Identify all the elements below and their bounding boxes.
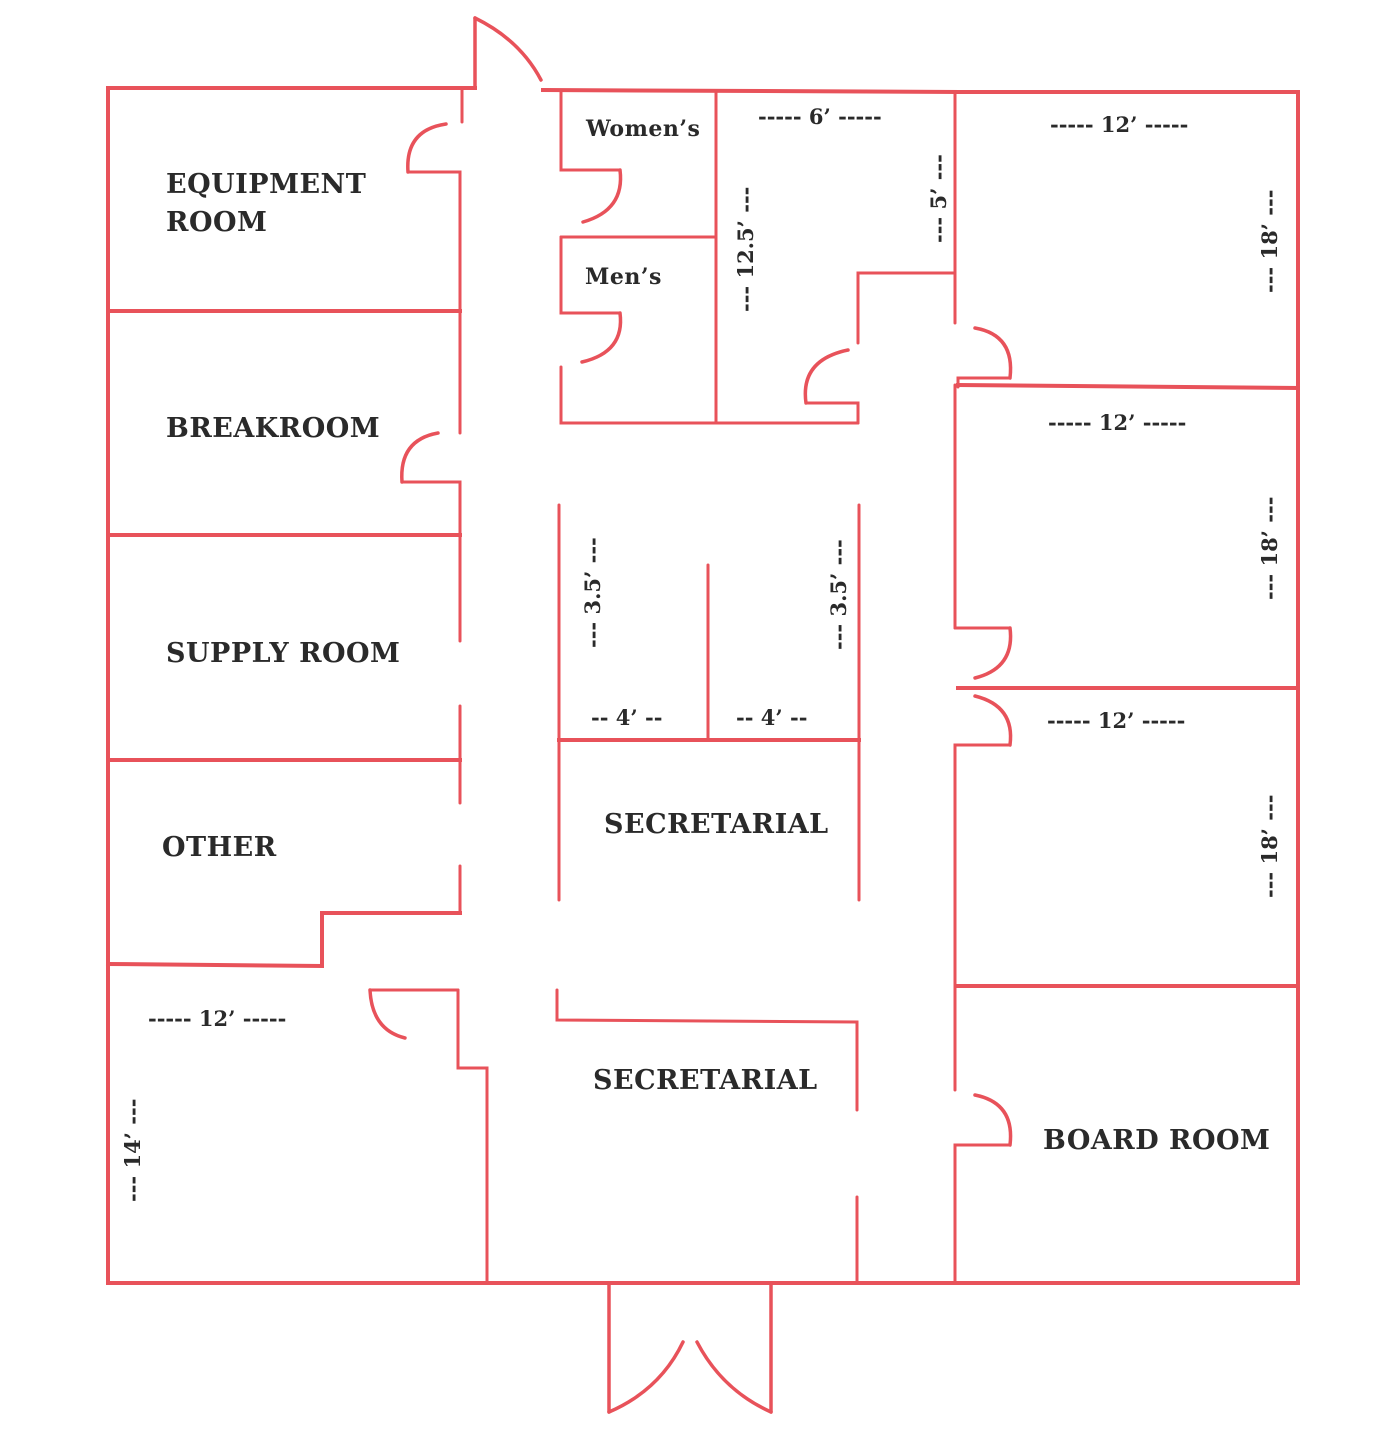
room-label-womens: Women’s [586, 116, 701, 142]
room-label-secretarial-1: SECRETARIAL [604, 809, 829, 840]
dimension-office-2-length: --- 18’ --- [1257, 496, 1282, 600]
door-office-3-icon [973, 694, 1013, 747]
center-walls [368, 503, 861, 1285]
room-label-line: ROOM [166, 207, 268, 238]
dimension-southwest-office-width: ----- 12’ ----- [148, 1006, 287, 1031]
dimension-office-1-length: --- 18’ --- [1257, 189, 1282, 293]
room-label-equipment-room: EQUIPMENT ROOM [166, 166, 366, 242]
main-entry-double-door-icon [607, 1283, 773, 1414]
room-label-board-room: BOARD ROOM [1043, 1125, 1271, 1156]
room-label-mens: Men’s [585, 264, 662, 290]
room-label-other: OTHER [162, 832, 277, 863]
dimension-cubicle-left-width: -- 4’ -- [591, 705, 663, 730]
dimension-office-2-width: ----- 12’ ----- [1048, 410, 1187, 435]
dimension-office-3-length: --- 18’ --- [1257, 794, 1282, 898]
room-label-secretarial-2: SECRETARIAL [593, 1065, 818, 1096]
room-label-breakroom: BREAKROOM [166, 413, 381, 444]
dimension-closet-length: --- 12.5’ --- [733, 186, 758, 312]
door-equipment-room-icon [406, 122, 448, 174]
left-rooms-walls [105, 88, 464, 969]
dimension-office-1-width: ----- 12’ ----- [1050, 112, 1189, 137]
door-breakroom-icon [400, 431, 440, 484]
dimension-closet-notch: --- 5’ --- [926, 154, 951, 243]
room-label-line: EQUIPMENT [166, 169, 367, 200]
door-mens-icon [580, 311, 623, 364]
door-closet-icon [803, 348, 850, 405]
door-office-2-icon [973, 626, 1013, 680]
outer-walls [106, 86, 1300, 1285]
dimension-cubicle-left-depth: --- 3.5’ --- [580, 537, 605, 648]
dimension-office-3-width: ----- 12’ ----- [1047, 708, 1186, 733]
restrooms-walls [559, 90, 957, 425]
door-womens-icon [581, 168, 623, 224]
door-board-room-icon [973, 1093, 1013, 1147]
door-office-1-icon [973, 326, 1013, 380]
dimension-southwest-office-length: --- 14’ --- [120, 1098, 145, 1202]
dimension-cubicle-right-depth: --- 3.5’ --- [826, 539, 851, 650]
top-entry-door-icon [473, 16, 543, 90]
room-label-supply-room: SUPPLY ROOM [166, 638, 401, 669]
dimension-cubicle-right-width: -- 4’ -- [736, 705, 808, 730]
door-southwest-office-icon [368, 988, 407, 1040]
right-rooms-walls [953, 376, 1301, 1285]
dimension-closet-width: ----- 6’ ----- [758, 104, 882, 129]
